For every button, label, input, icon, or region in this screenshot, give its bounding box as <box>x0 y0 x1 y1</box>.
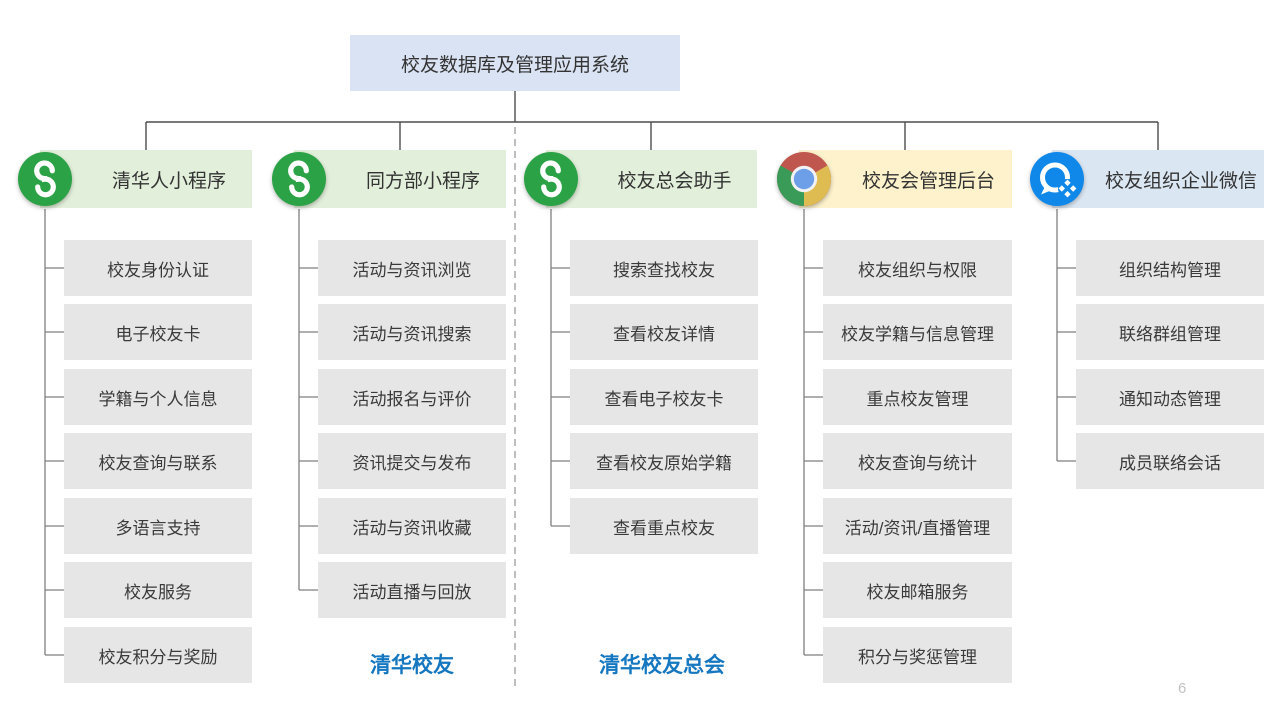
feature-box: 校友组织与权限 <box>823 240 1012 296</box>
feature-box: 学籍与个人信息 <box>64 369 252 425</box>
feature-box: 积分与奖惩管理 <box>823 627 1012 683</box>
column-title: 清华人小程序 <box>111 170 226 192</box>
column-header-wecom: 校友组织企业微信 <box>1052 150 1264 208</box>
column-header-admin-backend: 校友会管理后台 <box>799 150 1012 208</box>
feature-box: 查看重点校友 <box>570 498 758 554</box>
feature-box: 查看校友详情 <box>570 304 758 360</box>
root-system-box: 校友数据库及管理应用系统 <box>350 35 680 91</box>
feature-box: 通知动态管理 <box>1076 369 1264 425</box>
feature-box: 活动报名与评价 <box>318 369 506 425</box>
chrome-icon <box>776 151 832 207</box>
feature-box: 多语言支持 <box>64 498 252 554</box>
root-system-title: 校友数据库及管理应用系统 <box>400 54 629 76</box>
wecom-icon <box>1029 151 1085 207</box>
feature-box: 校友服务 <box>64 562 252 618</box>
column-title: 同方部小程序 <box>365 170 480 192</box>
feature-box: 活动与资讯搜索 <box>318 304 506 360</box>
page-number: 6 <box>1178 680 1187 697</box>
wechat-miniprogram-icon <box>17 151 73 207</box>
feature-box: 联络群组管理 <box>1076 304 1264 360</box>
wechat-miniprogram-icon <box>271 151 327 207</box>
feature-box: 资讯提交与发布 <box>318 433 506 489</box>
feature-box: 搜索查找校友 <box>570 240 758 296</box>
feature-box: 校友身份认证 <box>64 240 252 296</box>
feature-box: 成员联络会话 <box>1076 433 1264 489</box>
feature-box: 活动直播与回放 <box>318 562 506 618</box>
feature-box: 重点校友管理 <box>823 369 1012 425</box>
column-title: 校友组织企业微信 <box>1104 170 1257 192</box>
column-header-zonghui-zhushou: 校友总会助手 <box>546 150 757 208</box>
wechat-miniprogram-icon <box>523 151 579 207</box>
column-title: 校友会管理后台 <box>861 170 995 192</box>
column-title: 校友总会助手 <box>617 170 732 192</box>
feature-box: 活动/资讯/直播管理 <box>823 498 1012 554</box>
footer-label-alumni-association: 清华校友总会 <box>599 654 725 677</box>
feature-box: 校友查询与统计 <box>823 433 1012 489</box>
column-header-qinghuaren: 清华人小程序 <box>40 150 252 208</box>
feature-box: 活动与资讯浏览 <box>318 240 506 296</box>
feature-box: 校友学籍与信息管理 <box>823 304 1012 360</box>
feature-box: 校友积分与奖励 <box>64 627 252 683</box>
feature-box: 组织结构管理 <box>1076 240 1264 296</box>
feature-box: 校友查询与联系 <box>64 433 252 489</box>
feature-box: 查看电子校友卡 <box>570 369 758 425</box>
feature-box: 电子校友卡 <box>64 304 252 360</box>
column-header-tongfangbu: 同方部小程序 <box>294 150 506 208</box>
feature-box: 查看校友原始学籍 <box>570 433 758 489</box>
feature-box: 活动与资讯收藏 <box>318 498 506 554</box>
footer-label-tsinghua-alumni: 清华校友 <box>370 654 454 677</box>
feature-box: 校友邮箱服务 <box>823 562 1012 618</box>
